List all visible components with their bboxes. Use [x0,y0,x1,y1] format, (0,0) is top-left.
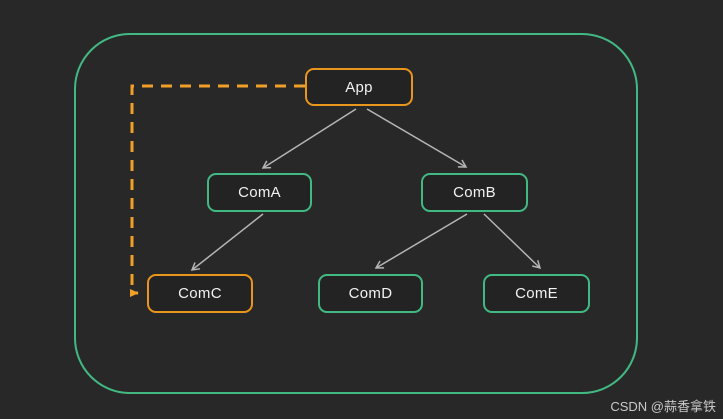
node-coma: ComA [207,173,312,212]
node-comc-label: ComC [178,285,222,302]
component-scope-container [74,33,638,394]
edge-comb-to-come [483,213,542,270]
node-comb-label: ComB [453,184,496,201]
edge-app-to-comc-dashed [130,84,305,297]
node-comb: ComB [421,173,528,212]
edge-app-to-coma [261,108,357,169]
node-coma-label: ComA [238,184,281,201]
node-app-label: App [345,78,373,96]
node-comd-label: ComD [348,285,393,302]
edge-coma-to-comc [190,213,264,271]
node-come: ComE [483,274,590,313]
edge-comb-to-comd [374,213,468,269]
node-comd: ComD [318,274,423,313]
node-comc: ComC [147,274,253,313]
node-come-label: ComE [515,285,558,302]
edge-app-to-comb [366,108,468,168]
node-app: App [305,68,413,106]
csdn-watermark: CSDN @蒜香拿铁 [610,399,716,414]
